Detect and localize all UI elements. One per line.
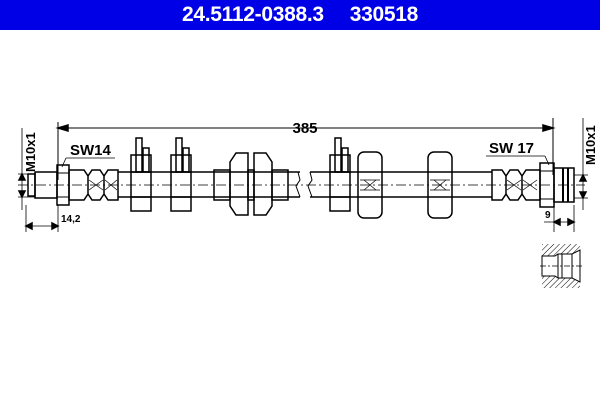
part-number: 24.5112-0388.3 (181, 3, 324, 26)
reference-number: 330518 (349, 3, 419, 26)
left-length-dim-label: 14,2 (61, 214, 81, 225)
left-wrench-size-label: SW14 (70, 142, 112, 159)
right-length-dim-label: 9 (545, 210, 551, 221)
detail-port-section (540, 244, 584, 288)
right-wrench-size-label: SW 17 (489, 140, 534, 157)
title-bar: 24.5112-0388.3 330518 (0, 0, 600, 30)
brake-hose-drawing: 385 SW14 SW 17 M10x1 M10x1 14,2 9 (17, 118, 598, 288)
right-thread-label: M10x1 (583, 125, 598, 165)
left-thread-label: M10x1 (23, 132, 38, 172)
overall-length-label: 385 (292, 120, 317, 137)
